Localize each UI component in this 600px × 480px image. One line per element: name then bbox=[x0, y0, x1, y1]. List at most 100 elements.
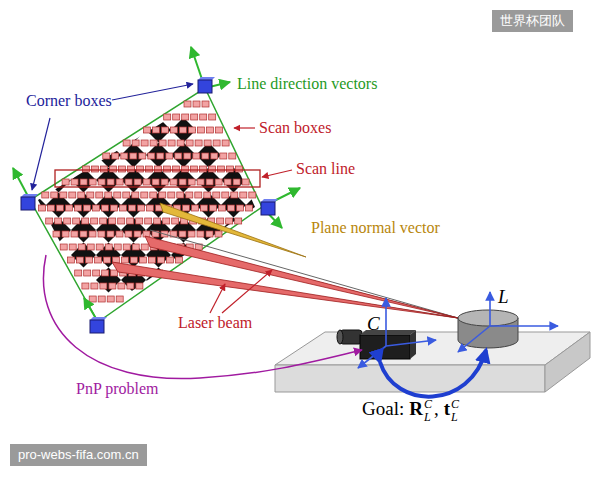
scan-box bbox=[141, 192, 148, 198]
scan-box bbox=[39, 205, 46, 211]
scan-box bbox=[188, 127, 195, 133]
scan-box bbox=[127, 283, 134, 289]
scan-box bbox=[197, 127, 204, 133]
scan-box bbox=[109, 218, 116, 224]
scan-box bbox=[98, 296, 105, 302]
frame-axes bbox=[358, 292, 558, 368]
scan-box bbox=[222, 192, 229, 198]
scan-box bbox=[112, 153, 119, 159]
math-symbol: t bbox=[444, 398, 450, 419]
platform bbox=[275, 332, 590, 392]
scan-box bbox=[127, 166, 134, 172]
scan-box bbox=[85, 257, 92, 263]
scan-box bbox=[89, 179, 96, 185]
scan-box bbox=[71, 179, 78, 185]
watermark: 世界杯团队 bbox=[492, 10, 573, 32]
scan-box bbox=[109, 283, 116, 289]
scan-box bbox=[168, 140, 175, 146]
scan-box bbox=[69, 192, 76, 198]
scan-box bbox=[242, 179, 249, 185]
scan-box bbox=[109, 166, 116, 172]
frame-label: C bbox=[367, 314, 380, 335]
scan-box bbox=[96, 192, 103, 198]
scan-box bbox=[175, 257, 182, 263]
scan-box bbox=[118, 166, 125, 172]
scan-box bbox=[96, 244, 103, 250]
scan-box bbox=[183, 205, 190, 211]
scan-box bbox=[190, 166, 197, 172]
scan-box bbox=[107, 296, 114, 302]
scan-box bbox=[143, 179, 150, 185]
subscript: L bbox=[424, 411, 432, 424]
scan-box bbox=[164, 114, 171, 120]
scan-box bbox=[53, 231, 60, 237]
scan-box bbox=[199, 166, 206, 172]
scan-box bbox=[132, 192, 139, 198]
scan-box bbox=[215, 179, 222, 185]
scan-box bbox=[206, 231, 213, 237]
scan-box bbox=[209, 114, 216, 120]
frame-label: L bbox=[498, 287, 509, 308]
scan-box bbox=[193, 101, 200, 107]
callout-label: Corner boxes bbox=[26, 92, 112, 110]
corner-boxes bbox=[21, 77, 278, 333]
scan-box bbox=[60, 192, 67, 198]
scan-box bbox=[206, 127, 213, 133]
scan-box bbox=[105, 244, 112, 250]
scan-box bbox=[100, 218, 107, 224]
scan-box bbox=[193, 153, 200, 159]
scan-box bbox=[228, 205, 235, 211]
scan-box bbox=[116, 296, 123, 302]
scan-box bbox=[138, 205, 145, 211]
scan-box bbox=[166, 153, 173, 159]
scan-box bbox=[163, 218, 170, 224]
scan-box bbox=[139, 153, 146, 159]
scan-line-box bbox=[55, 170, 260, 187]
transform-arrow bbox=[380, 350, 486, 397]
scan-box bbox=[111, 205, 118, 211]
superscript: C bbox=[424, 398, 432, 411]
scan-box bbox=[73, 218, 80, 224]
scan-box bbox=[78, 192, 85, 198]
scan-box bbox=[210, 205, 217, 211]
callout-label: Line direction vectors bbox=[237, 75, 377, 93]
scan-box bbox=[60, 244, 67, 250]
scan-box bbox=[78, 244, 85, 250]
scan-box bbox=[211, 153, 218, 159]
scan-box bbox=[130, 153, 137, 159]
scan-box bbox=[67, 257, 74, 263]
scan-box bbox=[186, 140, 193, 146]
scan-box bbox=[157, 153, 164, 159]
scan-box bbox=[91, 283, 98, 289]
scan-box bbox=[150, 192, 157, 198]
scan-box bbox=[184, 153, 191, 159]
scan-box bbox=[201, 205, 208, 211]
scan-box bbox=[172, 218, 179, 224]
lidar bbox=[458, 310, 518, 348]
scan-box bbox=[82, 283, 89, 289]
checker-square bbox=[46, 168, 71, 193]
scan-box bbox=[132, 140, 139, 146]
scan-box bbox=[121, 153, 128, 159]
scan-box bbox=[202, 101, 209, 107]
scan-box bbox=[69, 244, 76, 250]
scan-box bbox=[116, 179, 123, 185]
scan-box bbox=[229, 153, 236, 159]
scan-box bbox=[123, 192, 130, 198]
scan-box bbox=[157, 257, 164, 263]
scan-box bbox=[213, 192, 220, 198]
plane-normal bbox=[160, 203, 306, 257]
script-stack: CL bbox=[424, 398, 432, 423]
scan-box bbox=[191, 114, 198, 120]
scan-box bbox=[226, 218, 233, 224]
scan-box bbox=[116, 231, 123, 237]
scan-box bbox=[102, 270, 109, 276]
scan-box bbox=[197, 179, 204, 185]
scan-box bbox=[195, 140, 202, 146]
watermark: pro-webs-fifa.com.cn bbox=[10, 444, 147, 466]
scan-box bbox=[197, 231, 204, 237]
scan-box bbox=[91, 218, 98, 224]
scan-box bbox=[235, 166, 242, 172]
